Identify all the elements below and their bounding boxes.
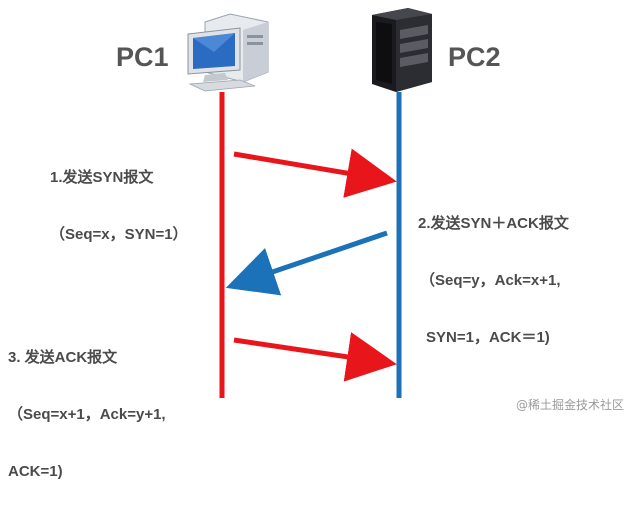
step-3-params: （Seq=x+1，Ack=y+1, bbox=[8, 406, 166, 423]
step-1-label: 1.发送SYN报文 （Seq=x，SYN=1） bbox=[50, 130, 188, 282]
step-3-label: 3. 发送ACK报文 （Seq=x+1，Ack=y+1, ACK=1) bbox=[8, 310, 166, 519]
pc1-label: PC1 bbox=[116, 42, 169, 72]
step-3-params-cont: ACK=1) bbox=[8, 463, 63, 480]
pc2-label: PC2 bbox=[448, 42, 501, 72]
step-3-title: 3. 发送ACK报文 bbox=[8, 349, 118, 366]
step-2-title: 2.发送SYN＋ACK报文 bbox=[418, 215, 569, 232]
desktop-computer-icon bbox=[180, 12, 272, 92]
step-2-label: 2.发送SYN＋ACK报文 （Seq=y，Ack=x+1, SYN=1，ACK＝… bbox=[418, 176, 569, 385]
syn-ack-arrow bbox=[225, 230, 388, 296]
server-tower-icon bbox=[372, 8, 432, 92]
diagram-canvas bbox=[180, 8, 432, 398]
step-2-params: （Seq=y，Ack=x+1, bbox=[420, 272, 561, 289]
tcp-handshake-diagram: PC1 PC2 1.发送SYN报文 （Seq=x，SYN=1） 2.发送SYN＋… bbox=[8, 8, 624, 480]
syn-arrow bbox=[233, 148, 397, 198]
step-2-params-cont: SYN=1，ACK＝1) bbox=[426, 329, 550, 346]
step-1-params: （Seq=x，SYN=1） bbox=[50, 226, 188, 243]
watermark: @稀土掘金技术社区 bbox=[515, 398, 624, 412]
step-1-title: 1.发送SYN报文 bbox=[50, 169, 154, 186]
ack-arrow bbox=[233, 332, 397, 382]
